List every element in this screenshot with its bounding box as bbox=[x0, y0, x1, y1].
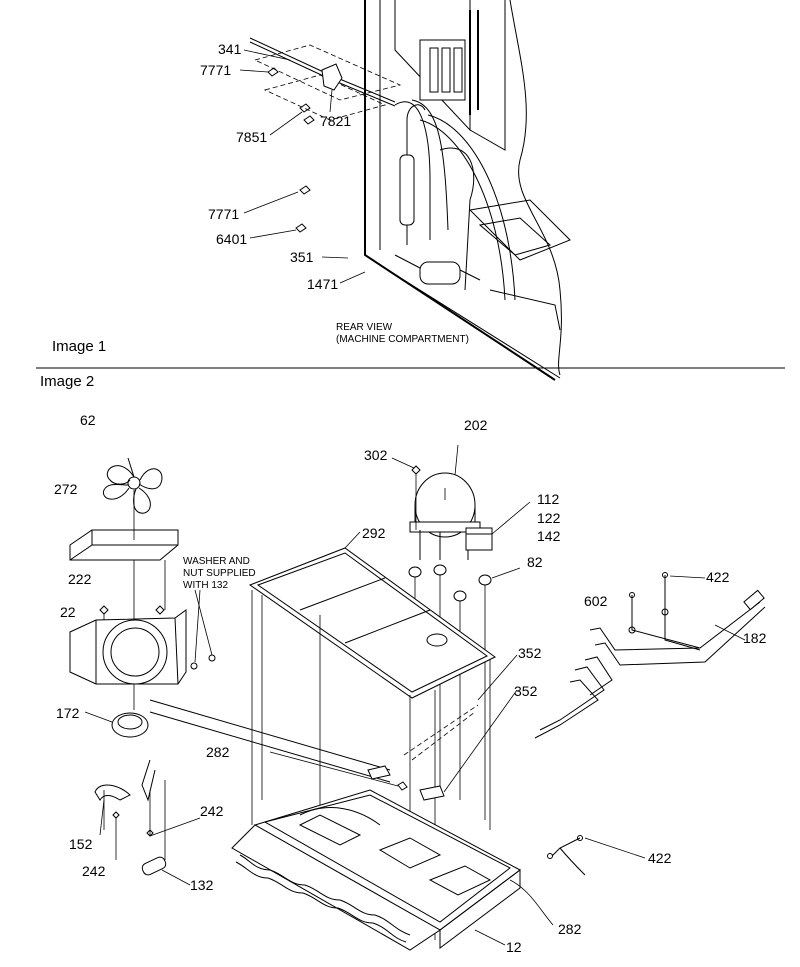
label-182: 182 bbox=[743, 630, 767, 646]
image-1-caption: Image 1 bbox=[52, 338, 106, 355]
image-2-caption: Image 2 bbox=[40, 373, 94, 390]
wire-harness bbox=[534, 572, 766, 739]
label-352-a: 352 bbox=[518, 645, 542, 661]
label-7771-a: 7771 bbox=[200, 62, 231, 78]
label-341: 341 bbox=[218, 41, 242, 57]
label-202: 202 bbox=[464, 417, 488, 433]
image-2-labels: Image 2 62 272 222 22 172 152 242 242 13… bbox=[40, 373, 767, 955]
base-tray bbox=[231, 789, 521, 951]
rear-view-subtitle: (MACHINE COMPARTMENT) bbox=[336, 334, 469, 345]
image-1-rear-view bbox=[36, 0, 785, 381]
label-122: 122 bbox=[537, 510, 561, 526]
washer-note-line1: WASHER AND bbox=[183, 556, 250, 567]
label-602: 602 bbox=[584, 593, 608, 609]
label-352-b: 352 bbox=[514, 683, 538, 699]
label-172: 172 bbox=[56, 705, 80, 721]
compressor bbox=[409, 444, 531, 560]
label-292: 292 bbox=[362, 525, 386, 541]
label-142: 142 bbox=[537, 528, 561, 544]
label-82: 82 bbox=[527, 554, 543, 570]
label-7821: 7821 bbox=[320, 113, 351, 129]
label-152: 152 bbox=[69, 836, 93, 852]
image-2-exploded-view bbox=[69, 444, 766, 951]
label-7771-b: 7771 bbox=[208, 206, 239, 222]
washer-note-line3: WITH 132 bbox=[183, 580, 228, 591]
label-112: 112 bbox=[537, 491, 560, 507]
label-282-b: 282 bbox=[558, 921, 582, 937]
label-12: 12 bbox=[506, 939, 522, 955]
rear-view-title: REAR VIEW bbox=[336, 322, 393, 333]
label-282-a: 282 bbox=[206, 744, 230, 760]
label-242-a: 242 bbox=[82, 863, 106, 879]
label-22: 22 bbox=[60, 604, 76, 620]
label-302: 302 bbox=[364, 447, 388, 463]
label-6401: 6401 bbox=[216, 231, 247, 247]
label-62: 62 bbox=[80, 412, 96, 428]
label-422-b: 422 bbox=[648, 850, 672, 866]
label-351: 351 bbox=[290, 249, 314, 265]
label-272: 272 bbox=[54, 481, 78, 497]
label-7851: 7851 bbox=[236, 129, 267, 145]
label-132: 132 bbox=[190, 877, 214, 893]
drain-pan bbox=[248, 531, 496, 699]
label-1471: 1471 bbox=[307, 276, 338, 292]
label-242-b: 242 bbox=[200, 803, 224, 819]
washer-note-line2: NUT SUPPLIED bbox=[183, 568, 256, 579]
label-222: 222 bbox=[68, 571, 92, 587]
fan-blade bbox=[102, 457, 163, 514]
label-422-a: 422 bbox=[706, 569, 730, 585]
image-1-labels: 341 7771 7821 7851 7771 6401 351 1471 RE… bbox=[52, 41, 469, 355]
